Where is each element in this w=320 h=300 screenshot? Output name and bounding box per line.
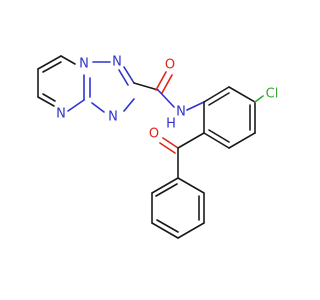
bond-c-cl: [254, 95, 264, 103]
atom-o-amide: O: [165, 58, 175, 73]
bond-pyr-3: [60, 55, 76, 65]
bond-tri-2: [123, 66, 135, 84]
bond-ph-1-inner: [155, 183, 178, 197]
bond-pyr-2-inner: [42, 61, 62, 73]
bond-pyr-4-inner: [42, 93, 56, 102]
bond-ar1-2-inner: [208, 92, 230, 106]
atom-n-triazole-4: N: [108, 110, 118, 125]
atom-n-pyrimidine: N: [56, 107, 66, 122]
bond-amide-cn: [157, 89, 175, 108]
bond-nh-ring: [186, 101, 205, 111]
bond-ar1-ketone: [177, 132, 205, 149]
bond-tri-4: [91, 102, 105, 113]
bond-pyr-4: [37, 96, 55, 107]
bond-amide-co: [155, 71, 167, 91]
atom-n-triazole-2: N: [112, 55, 122, 70]
bond-ph-1: [151, 177, 179, 194]
bond-ph-6: [177, 177, 205, 194]
bond-tri-2-inner: [118, 69, 129, 86]
bond-ketone-co: [162, 137, 179, 149]
bond-tri-carbonyl: [133, 82, 159, 91]
bond-ph-3-inner: [156, 219, 179, 233]
atom-n-bridge: N: [79, 57, 89, 72]
bond-ar1-6-inner: [208, 129, 230, 143]
bond-ar1-5: [228, 132, 256, 149]
atom-cl: Cl: [266, 87, 279, 102]
bond-ph-4: [177, 222, 205, 239]
bond-pyr-2: [37, 55, 62, 70]
bond-ketone-co-inner: [159, 142, 176, 154]
bond-ar1-2: [203, 86, 230, 103]
molecule-structure: N N N N N H O O Cl: [37, 55, 279, 239]
bond-amide-co-inner: [161, 74, 173, 94]
bond-ph-3: [151, 222, 179, 239]
bond-tri-3: [123, 98, 135, 112]
atom-h: H: [166, 117, 176, 132]
atom-o-ketone: O: [149, 127, 159, 142]
atom-nh: N: [176, 105, 186, 120]
bond-ar1-6: [203, 132, 230, 149]
bond-pyr-5: [67, 99, 85, 112]
bond-ar1-3: [228, 86, 256, 103]
